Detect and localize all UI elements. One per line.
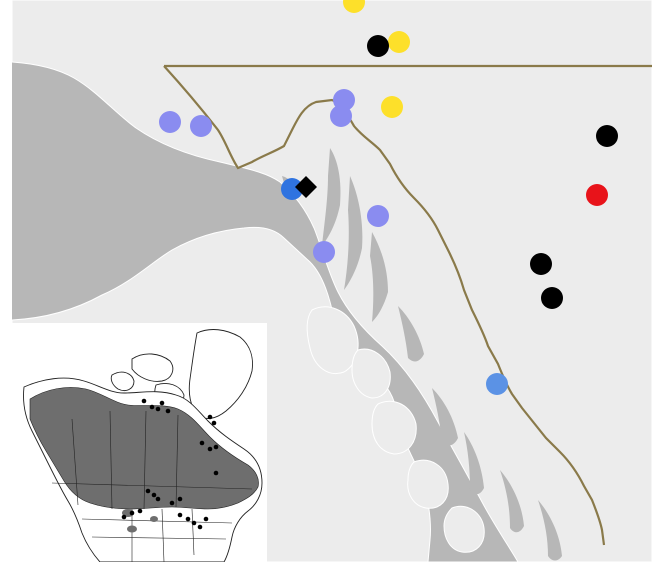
inset-range [29, 387, 259, 510]
marker-m12 [586, 184, 608, 206]
marker-m9 [596, 125, 618, 147]
marker-m13 [367, 205, 389, 227]
inset-dot-21 [203, 516, 209, 522]
inset-grid-line-3 [143, 410, 147, 510]
inset-grid-line-6 [81, 518, 233, 524]
marker-m7 [190, 115, 212, 137]
marker-m16 [541, 287, 563, 309]
island-2 [351, 348, 391, 399]
inset-dot-20 [197, 524, 203, 530]
marker-m5 [330, 105, 352, 127]
inset-grid-line-5 [51, 482, 253, 490]
inset-grid [51, 410, 253, 562]
inset-dot-1 [141, 398, 147, 404]
marker-m1 [343, 0, 365, 13]
marker-layer [159, 0, 618, 395]
marker-m11 [295, 176, 317, 198]
inset-dot-24 [121, 514, 127, 520]
inset-dot-3 [155, 406, 161, 412]
inlet-3 [344, 176, 363, 290]
inset-map [12, 323, 267, 562]
inset-dot-18 [185, 516, 191, 522]
island-4 [407, 459, 449, 509]
inset-grid-line-7 [91, 536, 227, 540]
inset-grid-line-9 [161, 508, 165, 562]
inset-dot-2 [149, 404, 155, 410]
inset-grid-line-2 [109, 410, 113, 510]
inset-dot-23 [137, 508, 143, 514]
inlet-4 [370, 232, 388, 322]
inset-dot-10 [213, 444, 219, 450]
marker-m15 [530, 253, 552, 275]
inlets [282, 148, 562, 561]
inset-dot-4 [159, 400, 165, 406]
inlet-9 [538, 500, 562, 561]
inset-map-canvas [12, 323, 267, 562]
inset-grid-line-4 [175, 414, 179, 508]
inlet-7 [464, 432, 484, 495]
marker-m8 [381, 96, 403, 118]
inset-dot-7 [211, 420, 217, 426]
islands [306, 306, 485, 553]
island-5 [443, 505, 485, 553]
marker-m14 [313, 241, 335, 263]
marker-m10 [281, 178, 303, 200]
inset-dot-5 [165, 408, 171, 414]
inset-dot-13 [151, 492, 157, 498]
marker-m17 [486, 373, 508, 395]
inset-dot-8 [199, 440, 205, 446]
island-1 [306, 306, 359, 374]
inset-grid-line-10 [191, 508, 195, 556]
inset-dot-19 [191, 520, 197, 526]
inset-dot-12 [145, 488, 151, 494]
inset-dot-15 [177, 496, 183, 502]
inset-grid-line-1 [71, 418, 79, 506]
inlet-6 [432, 388, 458, 446]
marker-m6 [159, 111, 181, 133]
inlet-5 [398, 306, 424, 362]
inset-dot-17 [177, 512, 183, 518]
inset-dot-14 [155, 496, 161, 502]
marker-m2 [388, 31, 410, 53]
inset-dot-11 [213, 470, 219, 476]
inset-patch-3 [150, 516, 158, 522]
inset-greenland [188, 329, 253, 419]
island-3 [371, 400, 417, 455]
inset-dot-22 [129, 510, 135, 516]
inset-dot-16 [169, 500, 175, 506]
coastline [12, 0, 652, 562]
inset-dot-9 [207, 446, 213, 452]
inset-patch-2 [127, 525, 137, 533]
inset-dot-layer [121, 398, 219, 530]
inset-dot-6 [207, 414, 213, 420]
boundary-line-coast [163, 65, 606, 546]
inlet-2 [322, 148, 341, 246]
marker-m3 [367, 35, 389, 57]
inlet-8 [500, 470, 524, 533]
